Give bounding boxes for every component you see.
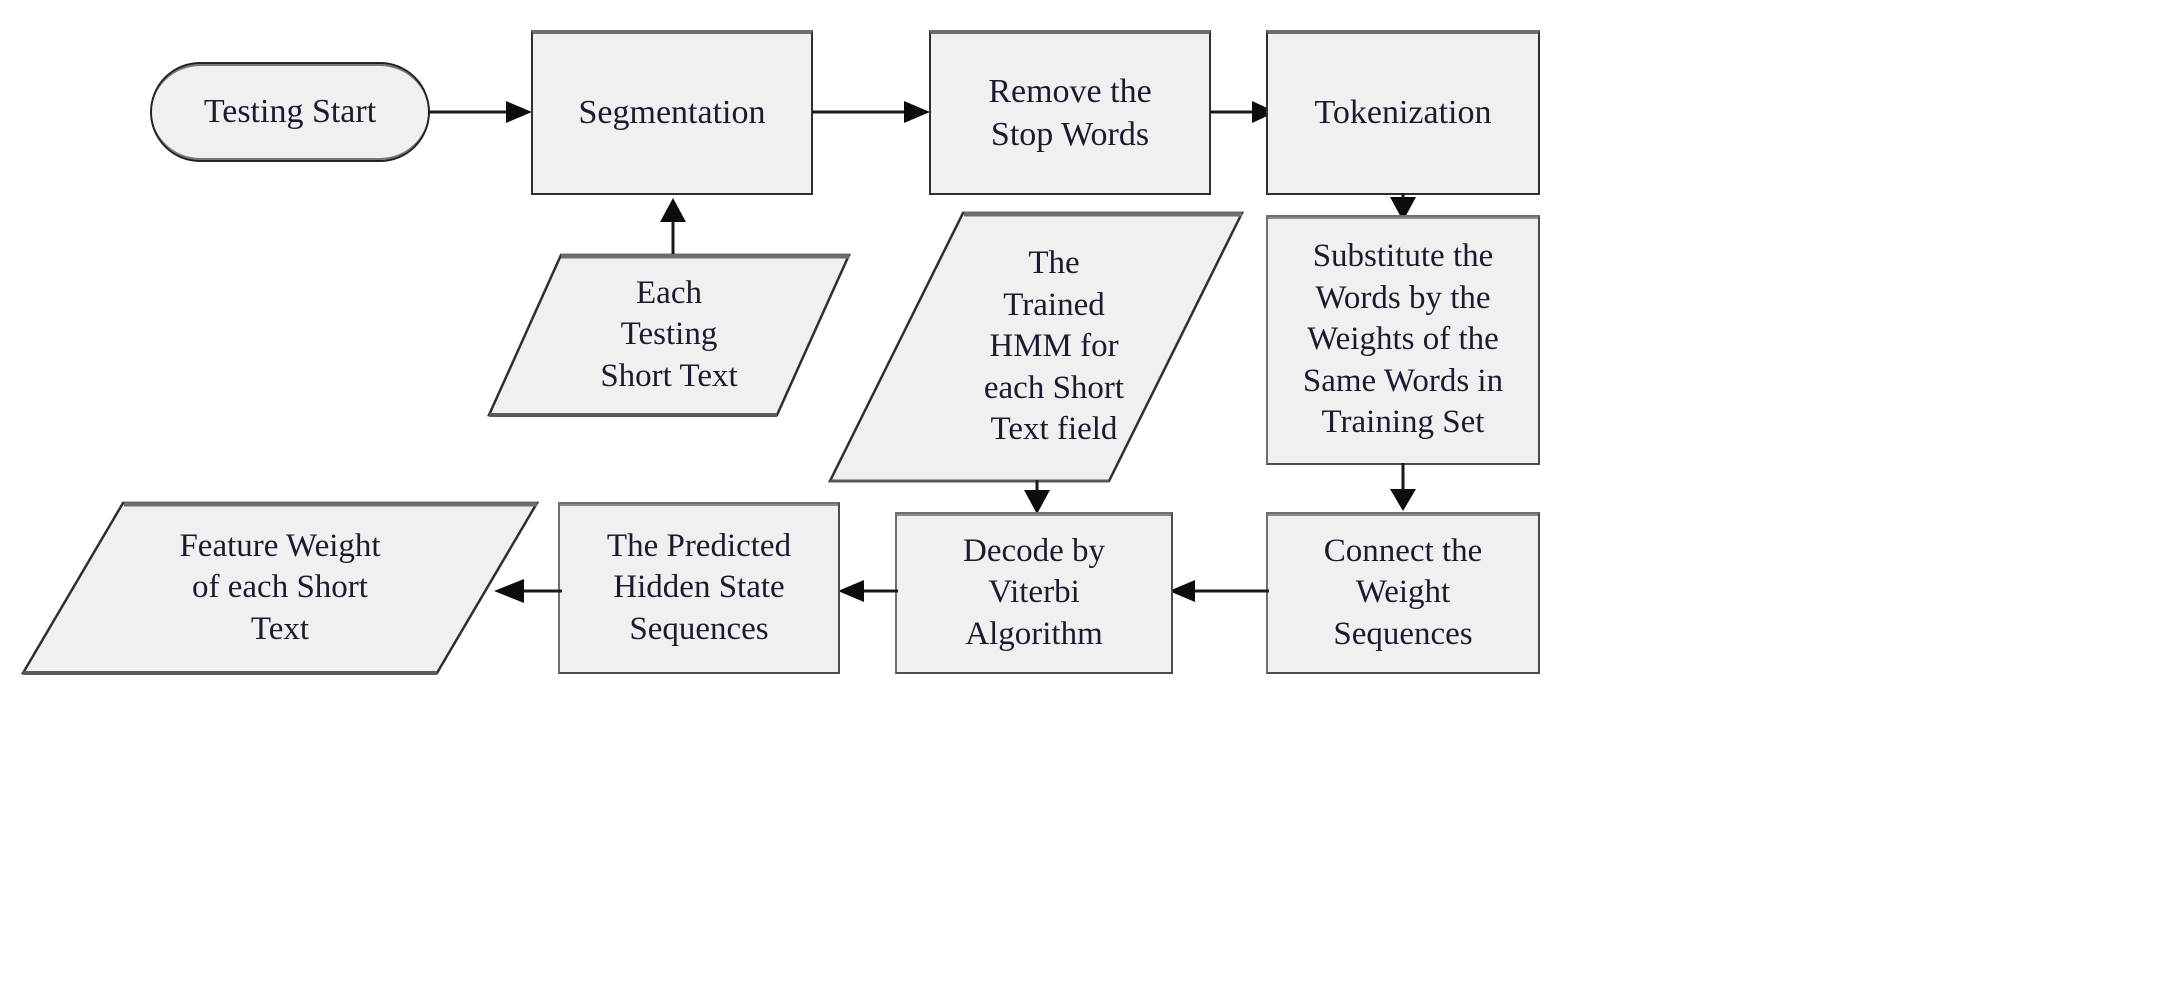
node-each-testing-short-text-label-wrap: Each Testing Short Text bbox=[487, 252, 851, 418]
node-decode-viterbi[interactable]: Decode by Viterbi Algorithm bbox=[895, 512, 1173, 674]
node-feature-weight[interactable]: Feature Weight of each Short Text bbox=[20, 500, 540, 676]
node-feature-weight-label: Feature Weight of each Short Text bbox=[179, 527, 381, 647]
edge-predicted-to-feature bbox=[492, 574, 564, 608]
node-predicted-hidden-states[interactable]: The Predicted Hidden State Sequences bbox=[558, 502, 840, 674]
edge-each-text-to-segmentation bbox=[656, 196, 690, 256]
node-substitute-words[interactable]: Substitute the Words by the Weights of t… bbox=[1266, 215, 1540, 465]
node-connect-weight-sequences[interactable]: Connect the Weight Sequences bbox=[1266, 512, 1540, 674]
node-remove-stop-words-label: Remove the Stop Words bbox=[988, 72, 1152, 153]
node-predicted-hidden-states-label: The Predicted Hidden State Sequences bbox=[606, 527, 792, 647]
edge-connect-to-decode bbox=[1167, 574, 1271, 608]
edge-substitute-to-connect bbox=[1386, 463, 1420, 513]
node-remove-stop-words[interactable]: Remove the Stop Words bbox=[929, 30, 1211, 195]
node-decode-viterbi-label: Decode by Viterbi Algorithm bbox=[962, 532, 1106, 652]
edge-tokenization-to-substitute bbox=[1386, 193, 1420, 225]
edge-start-to-segmentation bbox=[428, 95, 536, 129]
node-feature-weight-label-wrap: Feature Weight of each Short Text bbox=[20, 500, 540, 676]
node-each-testing-short-text[interactable]: Each Testing Short Text bbox=[487, 252, 851, 418]
node-segmentation-label: Segmentation bbox=[578, 94, 766, 132]
node-trained-hmm-label: The Trained HMM for each Short Text fiel… bbox=[983, 245, 1125, 448]
node-each-testing-short-text-label: Each Testing Short Text bbox=[600, 274, 738, 394]
node-segmentation[interactable]: Segmentation bbox=[531, 30, 813, 195]
node-trained-hmm-label-wrap: The Trained HMM for each Short Text fiel… bbox=[828, 210, 1244, 484]
node-connect-weight-sequences-label: Connect the Weight Sequences bbox=[1323, 532, 1483, 652]
node-substitute-words-label: Substitute the Words by the Weights of t… bbox=[1302, 238, 1504, 441]
edge-decode-to-predicted bbox=[836, 574, 900, 608]
node-testing-start[interactable]: Testing Start bbox=[150, 62, 430, 162]
edge-segmentation-to-stopwords bbox=[812, 95, 934, 129]
node-trained-hmm[interactable]: The Trained HMM for each Short Text fiel… bbox=[828, 210, 1244, 484]
node-tokenization-label: Tokenization bbox=[1314, 94, 1492, 132]
edge-stopwords-to-tokenization bbox=[1210, 95, 1280, 129]
edge-trained-hmm-to-decode bbox=[1020, 480, 1054, 516]
node-tokenization[interactable]: Tokenization bbox=[1266, 30, 1540, 195]
node-testing-start-label: Testing Start bbox=[203, 92, 377, 130]
